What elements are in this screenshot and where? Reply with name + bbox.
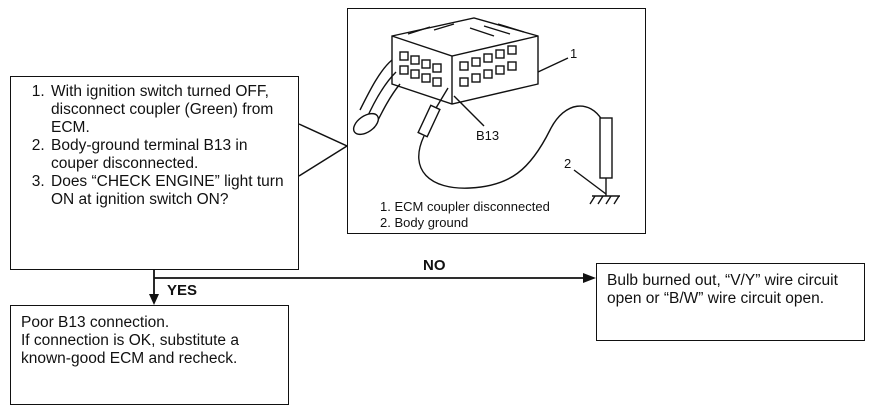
no-arrow-head <box>583 273 596 283</box>
result-no-text: Bulb burned out, “V/Y” wire circuit open… <box>607 272 838 307</box>
caption-line-coupler: 1. ECM coupler disconnected <box>380 199 550 214</box>
figure-caption: 1. ECM coupler disconnected 2. Body grou… <box>380 199 550 231</box>
yes-branch-label: YES <box>167 282 198 299</box>
terminal-b13-label: B13 <box>476 128 500 143</box>
result-yes-box: Poor B13 connection. If connection is OK… <box>10 305 289 405</box>
callout-pointer <box>298 123 349 177</box>
callout-ground-number: 2 <box>564 156 572 171</box>
result-no-box: Bulb burned out, “V/Y” wire circuit open… <box>596 263 865 341</box>
yes-arrow-head <box>149 294 159 305</box>
procedure-step: Body-ground terminal B13 in couper disco… <box>49 137 290 173</box>
procedure-step: With ignition switch turned OFF, disconn… <box>49 83 290 137</box>
result-yes-line-1: Poor B13 connection. <box>21 314 170 331</box>
callout-coupler-number: 1 <box>570 46 578 61</box>
procedure-steps: With ignition switch turned OFF, disconn… <box>11 77 298 209</box>
procedure-step-box: With ignition switch turned OFF, disconn… <box>10 76 299 270</box>
procedure-step: Does “CHECK ENGINE” light turn ON at ign… <box>49 173 290 209</box>
no-branch-label: NO <box>423 257 446 274</box>
result-yes-line-2: If connection is OK, substitute a known-… <box>21 332 239 367</box>
caption-line-ground: 2. Body ground <box>380 215 469 230</box>
